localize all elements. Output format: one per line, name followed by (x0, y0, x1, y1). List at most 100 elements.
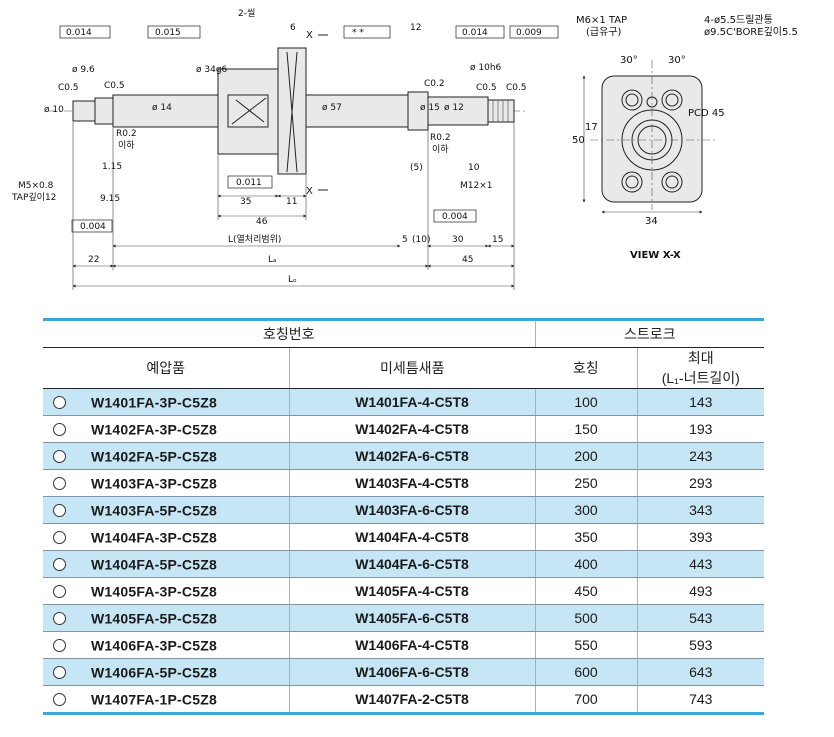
fine-code: W1402FA-4-C5T8 (288, 415, 535, 443)
svg-text:45: 45 (462, 255, 473, 265)
circle-icon (53, 693, 66, 707)
svg-text:12: 12 (410, 23, 421, 33)
svg-text:(10): (10) (412, 235, 430, 245)
standard-code: W1403FA-3P-C5Z8 (91, 475, 217, 492)
max-stroke: 243 (636, 442, 764, 470)
nominal-stroke: 100 (534, 388, 637, 416)
fine-code: W1404FA-4-C5T8 (288, 523, 535, 551)
svg-text:L(열처리범위): L(열처리범위) (228, 233, 281, 245)
max-stroke: 343 (636, 496, 764, 524)
standard-cell: W1407FA-1P-C5Z8 (43, 685, 289, 714)
svg-text:1.15: 1.15 (102, 162, 122, 172)
svg-text:0.011: 0.011 (236, 178, 262, 188)
max-stroke: 593 (636, 631, 764, 659)
circle-icon (53, 396, 66, 410)
max-stroke: 643 (636, 658, 764, 686)
standard-cell: W1406FA-5P-C5Z8 (43, 658, 289, 686)
max-stroke: 443 (636, 550, 764, 578)
svg-text:4-ø5.5드릴관통: 4-ø5.5드릴관통 (704, 13, 773, 26)
nominal-stroke: 150 (534, 415, 637, 443)
circle-icon (53, 666, 66, 680)
screw-shaft (72, 47, 515, 175)
fine-code: W1403FA-4-C5T8 (288, 469, 535, 497)
svg-text:R0.2: R0.2 (430, 133, 451, 143)
max-stroke: 143 (636, 388, 764, 416)
end-thread (487, 99, 515, 123)
fine-code: W1407FA-2-C5T8 (288, 685, 535, 714)
standard-code: W1402FA-3P-C5Z8 (91, 421, 217, 438)
svg-text:C0.5: C0.5 (506, 83, 527, 93)
fine-code: W1404FA-6-C5T8 (288, 550, 535, 578)
svg-text:46: 46 (256, 217, 268, 227)
nominal-stroke: 450 (534, 577, 637, 605)
circle-icon (53, 531, 66, 545)
standard-code: W1404FA-3P-C5Z8 (91, 529, 217, 546)
standard-code: W1407FA-1P-C5Z8 (91, 691, 217, 708)
standard-cell: W1404FA-3P-C5Z8 (43, 523, 289, 551)
standard-cell: W1403FA-3P-C5Z8 (43, 469, 289, 497)
svg-text:50: 50 (572, 135, 585, 146)
fine-code: W1406FA-6-C5T8 (288, 658, 535, 686)
svg-text:ø 12: ø 12 (444, 103, 464, 113)
nominal-stroke: 300 (534, 496, 637, 524)
fine-code: W1406FA-4-C5T8 (288, 631, 535, 659)
svg-text:0.015: 0.015 (155, 28, 181, 38)
circle-icon (53, 639, 66, 653)
technical-drawing: X X 0.014 0.015 * * 0.014 0.009 0.011 0.… (11, 8, 798, 290)
standard-cell: W1402FA-3P-C5Z8 (43, 415, 289, 443)
dimension-lines (72, 122, 515, 290)
svg-text:0.014: 0.014 (66, 28, 92, 38)
section-x-bottom: X (306, 186, 313, 197)
fine-code: W1405FA-4-C5T8 (288, 577, 535, 605)
nominal-stroke: 600 (534, 658, 637, 686)
standard-code: W1406FA-3P-C5Z8 (91, 637, 217, 654)
standard-code: W1402FA-5P-C5Z8 (91, 448, 217, 465)
circle-icon (53, 504, 66, 518)
view-x-x: M6×1 TAP (급유구) 4-ø5.5드릴관통 ø9.5C'BORE깊이5.… (572, 13, 798, 261)
header-standard: 예압품 (43, 347, 289, 389)
standard-code: W1401FA-3P-C5Z8 (91, 394, 217, 411)
svg-text:Lₒ: Lₒ (288, 275, 297, 285)
nominal-stroke: 550 (534, 631, 637, 659)
max-stroke: 193 (636, 415, 764, 443)
svg-text:30°: 30° (668, 55, 686, 66)
svg-text:이하: 이하 (432, 144, 449, 155)
standard-code: W1403FA-5P-C5Z8 (91, 502, 217, 519)
circle-icon (53, 423, 66, 437)
fine-code: W1402FA-6-C5T8 (288, 442, 535, 470)
svg-text:ø 34g6: ø 34g6 (196, 65, 228, 75)
standard-cell: W1404FA-5P-C5Z8 (43, 550, 289, 578)
svg-text:Lₐ: Lₐ (268, 255, 277, 265)
svg-text:0.014: 0.014 (462, 28, 488, 38)
svg-text:ø 15: ø 15 (420, 103, 440, 113)
svg-text:15: 15 (492, 235, 503, 245)
svg-text:ø 10: ø 10 (44, 105, 64, 115)
max-stroke: 543 (636, 604, 764, 632)
max-stroke: 293 (636, 469, 764, 497)
svg-text:* *: * * (352, 28, 364, 38)
standard-cell: W1405FA-5P-C5Z8 (43, 604, 289, 632)
svg-text:ø 9.6: ø 9.6 (72, 65, 95, 75)
svg-text:30: 30 (452, 235, 464, 245)
svg-text:0.004: 0.004 (442, 212, 468, 222)
circle-icon (53, 585, 66, 599)
circle-icon (53, 450, 66, 464)
svg-text:PCD 45: PCD 45 (688, 108, 725, 119)
max-stroke: 493 (636, 577, 764, 605)
svg-text:(5): (5) (410, 163, 423, 173)
nominal-stroke: 700 (534, 685, 637, 714)
svg-text:C0.2: C0.2 (424, 79, 445, 89)
standard-cell: W1406FA-3P-C5Z8 (43, 631, 289, 659)
svg-text:5: 5 (402, 235, 408, 245)
standard-code: W1405FA-5P-C5Z8 (91, 610, 217, 627)
nominal-stroke: 250 (534, 469, 637, 497)
svg-text:이하: 이하 (118, 140, 135, 151)
